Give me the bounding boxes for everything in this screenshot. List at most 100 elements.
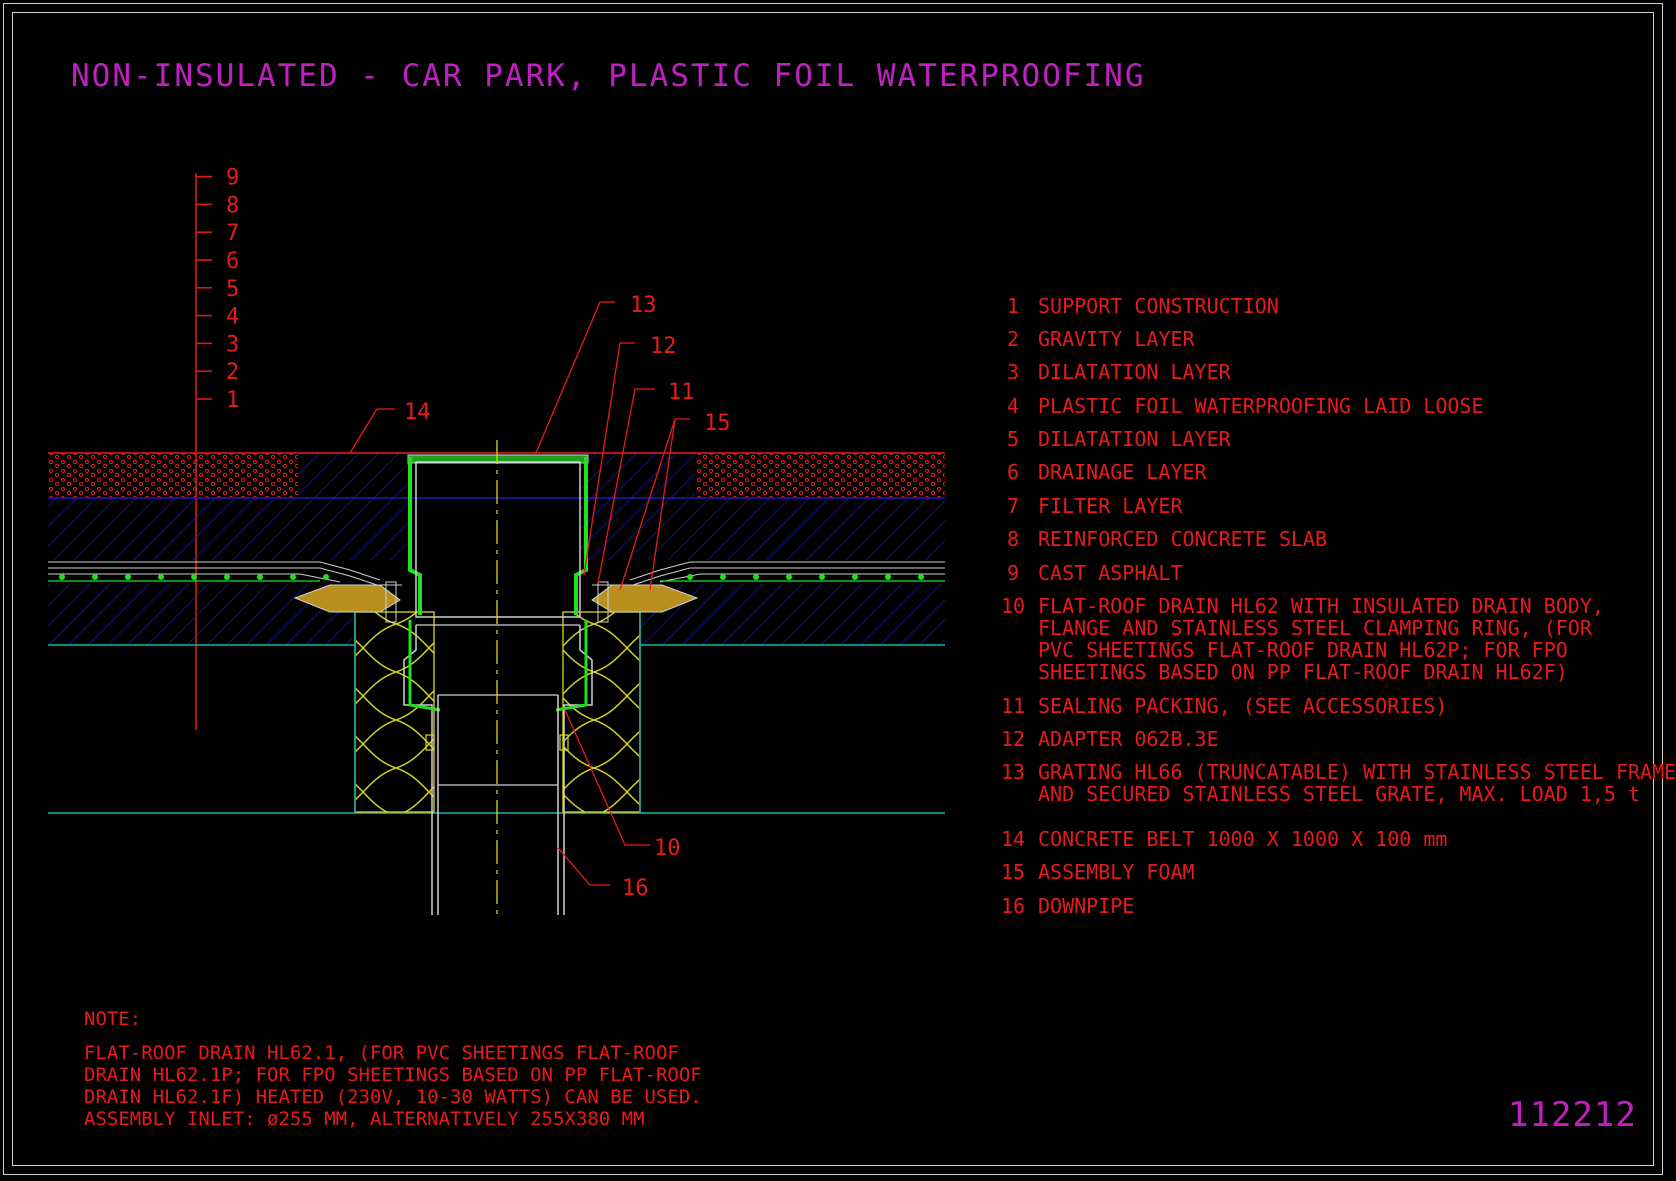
drawing-number: 112212 [1508,1095,1637,1135]
drainage-node [918,574,924,580]
legend-number: 8 [1006,527,1020,551]
legend-item: 9 CAST ASPHALT [988,562,1183,584]
callout-label-14: 14 [404,400,431,425]
legend-item: 15 ASSEMBLY FOAM [988,861,1195,883]
concrete-slab-right [640,584,945,644]
callout-leader-13 [534,301,615,456]
legend-text: CAST ASPHALT [1038,561,1183,585]
legend-number: 6 [1006,460,1020,484]
legend-text: CONCRETE BELT 1000 X 1000 X 100 mm [1038,827,1448,851]
callout-label-15: 15 [704,411,731,436]
drainage-node [191,574,197,580]
drain-flange-right [591,584,699,613]
callout-label-10: 10 [654,836,681,861]
legend-item: 8 REINFORCED CONCRETE SLAB [988,528,1327,550]
legend-item: 4 PLASTIC FOIL WATERPROOFING LAID LOOSE [988,395,1484,417]
callout-label-12: 12 [650,334,677,359]
legend-text: DILATATION LAYER [1038,427,1231,451]
drainage-node [885,574,891,580]
legend-number: 10 [1000,594,1026,618]
legend-number: 7 [1006,494,1020,518]
legend-number: 9 [1006,561,1020,585]
callout-label-11: 11 [668,380,695,405]
legend-number: 1 [1006,294,1020,318]
legend-text: ASSEMBLY FOAM [1038,860,1195,884]
legend-item: 14 CONCRETE BELT 1000 X 1000 X 100 mm [988,828,1447,850]
legend-text: PLASTIC FOIL WATERPROOFING LAID LOOSE [1038,394,1484,418]
layer-scale-label: 7 [226,221,239,246]
drawing-frame-outer [3,3,1663,1175]
legend-text: DOWNPIPE [1038,894,1135,918]
callout-label-13: 13 [630,293,657,318]
legend-item: 6 DRAINAGE LAYER [988,461,1207,483]
legend-text: SEALING PACKING, (SEE ACCESSORIES) [1038,694,1448,718]
drainage-node [786,574,792,580]
drainage-node [323,574,329,580]
drainage-node [687,574,693,580]
drain-body [403,620,593,915]
callout-label-16: 16 [622,876,649,901]
callout-leader-15 [619,418,690,591]
layer-scale-label: 2 [226,360,239,385]
legend-number: 12 [1000,727,1026,751]
drain-flange-left [293,584,401,613]
cast-asphalt-left [48,453,298,498]
concrete-belt-left [298,453,408,498]
legend-text: SUPPORT CONSTRUCTION [1038,294,1279,318]
callout-leaders [349,301,690,886]
legend-item: 11 SEALING PACKING, (SEE ACCESSORIES) [988,695,1447,717]
assembly-foam-right [562,611,641,813]
legend-item: 12 ADAPTER 062B.3E [988,728,1219,750]
legend-item: 7 FILTER LAYER [988,495,1183,517]
legend-item: 1 SUPPORT CONSTRUCTION [988,295,1279,317]
drainage-node [59,574,65,580]
assembly-foam-left [354,611,435,813]
legend-text: GRAVITY LAYER [1038,327,1195,351]
legend-text: ADAPTER 062B.3E [1038,727,1219,751]
layer-scale-label: 6 [226,249,239,274]
drainage-node [125,574,131,580]
legend-item: 16 DOWNPIPE [988,895,1134,917]
grating-frame [407,454,589,618]
legend-text: GRATING HL66 (TRUNCATABLE) WITH STAINLES… [1038,760,1676,806]
layer-scale-label: 4 [226,305,239,330]
drainage-node [224,574,230,580]
drainage-node [290,574,296,580]
drainage-node [819,574,825,580]
layer-scale-label: 8 [226,193,239,218]
drainage-node [158,574,164,580]
legend-text: REINFORCED CONCRETE SLAB [1038,527,1327,551]
legend-text: FILTER LAYER [1038,494,1183,518]
layer-scale: 1 2 34 5 6 7 89 [195,166,239,730]
layer-scale-label: 3 [226,332,239,357]
legend-text: FLAT-ROOF DRAIN HL62 WITH INSULATED DRAI… [1038,594,1604,684]
drainage-node [720,574,726,580]
concrete-slab-left [48,584,353,644]
membrane-layers [48,561,945,587]
callout-leader-10 [564,709,650,846]
legend-item: 2 GRAVITY LAYER [988,328,1195,350]
legend-number: 14 [1000,827,1026,851]
legend-number: 2 [1006,327,1020,351]
legend-number: 16 [1000,894,1026,918]
note-heading: NOTE: [84,1008,142,1030]
legend-number: 4 [1006,394,1020,418]
legend-item: 3 DILATATION LAYER [988,361,1231,383]
legend-number: 11 [1000,694,1026,718]
legend-text: DRAINAGE LAYER [1038,460,1207,484]
drainage-node [852,574,858,580]
legend-number: 3 [1006,360,1020,384]
callout-leader-11 [597,388,655,584]
legend-text: DILATATION LAYER [1038,360,1231,384]
layer-scale-label: 1 [226,388,239,413]
gravity-layer-right [580,498,945,560]
legend-item: 10 FLAT-ROOF DRAIN HL62 WITH INSULATED DR… [988,595,1604,683]
drawing-frame-inner [12,12,1654,1166]
legend-number: 15 [1000,860,1026,884]
layer-scale-label: 9 [226,166,239,191]
layer-scale-label: 5 [226,277,239,302]
callout-leader-12 [583,342,635,576]
